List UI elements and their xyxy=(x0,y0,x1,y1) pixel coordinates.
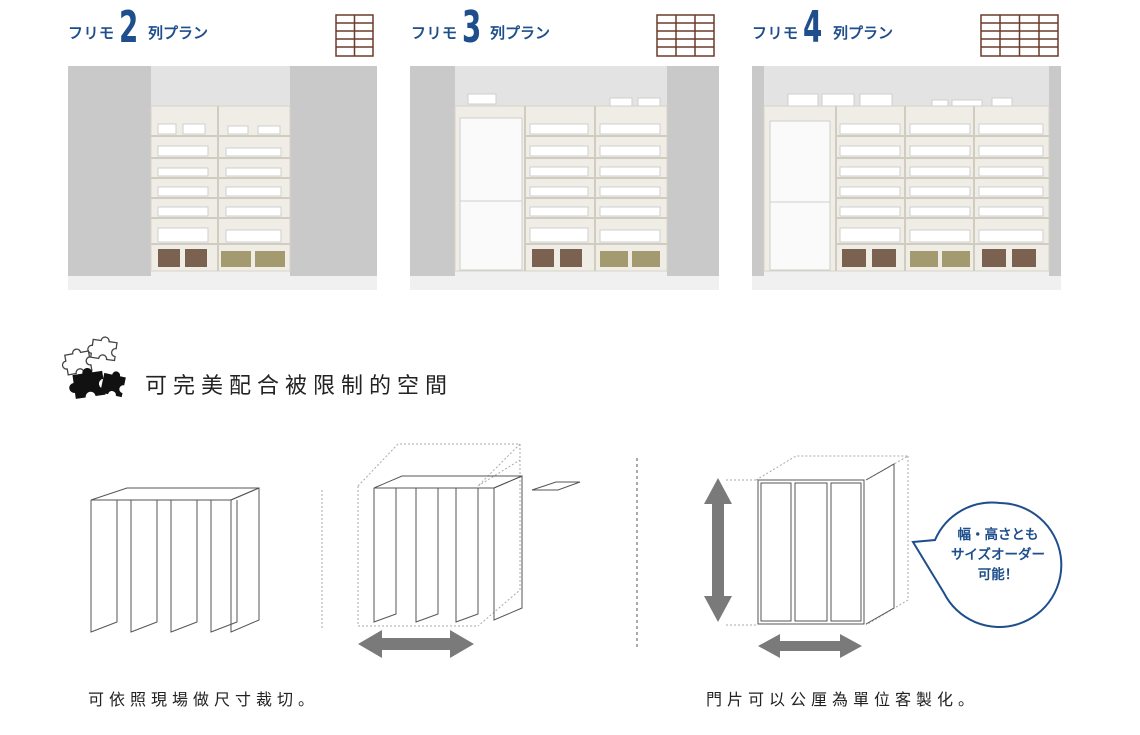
speech-bubble xyxy=(911,501,1063,628)
shelf-illustration xyxy=(752,66,1061,290)
puzzle-icon xyxy=(61,336,126,399)
grid-icon xyxy=(335,14,374,57)
cabinet-resize-diagram xyxy=(321,443,581,658)
cabinet-cut-diagram xyxy=(90,487,260,633)
shelf-illustration xyxy=(68,66,377,290)
plan-suffix: 列プラン xyxy=(490,24,551,42)
caption-left: 可依照現場做尺寸裁切。 xyxy=(88,690,320,709)
plan-number: 4 xyxy=(803,2,823,53)
grid-icon xyxy=(656,14,715,57)
double-arrow-icon xyxy=(758,634,862,658)
shelf-illustration xyxy=(410,66,719,290)
plan-prefix: フリモ xyxy=(752,24,799,42)
plan-suffix: 列プラン xyxy=(148,24,209,42)
plan-number: 3 xyxy=(462,2,482,53)
door-size-diagram xyxy=(704,455,910,658)
plan-photo xyxy=(410,66,719,290)
plan-prefix: フリモ xyxy=(411,24,458,42)
plan-suffix: 列プラン xyxy=(833,24,894,42)
caption-right: 門片可以公厘為單位客製化。 xyxy=(706,690,980,709)
double-arrow-icon xyxy=(704,478,732,622)
plan-number: 2 xyxy=(119,2,139,53)
plan-photo xyxy=(752,66,1061,290)
bubble-text: 幅・高さとも サイズオーダー 可能！ xyxy=(930,525,1066,585)
divider xyxy=(636,458,638,648)
plan-photo xyxy=(68,66,377,290)
bubble-line-2: サイズオーダー xyxy=(950,547,1046,563)
bubble-line-3: 可能！ xyxy=(977,567,1019,583)
plan-prefix: フリモ xyxy=(68,24,115,42)
bubble-line-1: 幅・高さとも xyxy=(957,527,1039,543)
grid-icon xyxy=(980,14,1059,57)
section-heading: 可完美配合被限制的空間 xyxy=(145,374,454,399)
double-arrow-icon xyxy=(358,630,474,658)
